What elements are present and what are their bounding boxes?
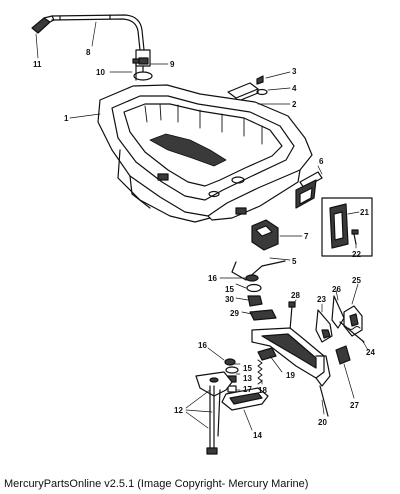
latch-bracket-part [251,327,331,417]
latch-hook-part [331,295,345,329]
callout-16a: 16 [208,274,217,283]
lower-nut-part [224,358,236,366]
screw-part [132,58,140,81]
callout-24: 24 [366,348,375,357]
detail-inset [321,197,373,257]
callout-7: 7 [304,232,309,241]
callout-26: 26 [332,285,341,294]
callout-23: 23 [317,295,326,304]
bottom-cowl-part [97,84,313,223]
callout-labels: 1 2 3 4 5 6 7 8 9 10 11 12 13 14 15 15 1… [33,48,375,440]
spring-part [257,359,263,385]
callout-29: 29 [230,309,239,318]
knob-part [335,345,351,365]
callout-11: 11 [33,60,42,69]
callout-5: 5 [292,257,297,266]
lower-spacer-part [227,385,237,393]
nut-part [245,274,259,282]
lever-arm-part [221,387,269,411]
callout-25: 25 [352,276,361,285]
callout-10: 10 [96,68,105,77]
bracket-plate-part [249,309,277,321]
washer-part [256,88,268,96]
grommet-block-part [251,219,279,251]
latch-lever-part [315,309,333,343]
callout-16b: 16 [198,341,207,350]
callout-27: 27 [350,401,359,410]
hose-connector-part [133,49,153,81]
bracket-screw-part [288,301,296,331]
callout-21: 21 [360,208,369,217]
callout-20: 20 [318,418,327,427]
callout-2: 2 [292,100,297,109]
copyright-footer: MercuryPartsOnline v2.5.1 (Image Copyrig… [4,478,309,490]
callout-18: 18 [258,386,267,395]
wire-link-part [231,260,286,281]
lower-washer-part [225,366,239,374]
hose-fitting-part [31,15,55,34]
leader-lines [35,21,369,431]
grommet-part [295,171,323,209]
latch-spring-part [347,326,361,330]
callout-3: 3 [292,67,297,76]
callout-13: 13 [243,374,252,383]
callout-6: 6 [319,157,324,166]
cover-screw-part [256,75,264,85]
callout-22: 22 [352,250,361,259]
callout-15b: 15 [243,364,252,373]
spacer-part [247,295,263,307]
callout-4: 4 [292,84,297,93]
washer-upper-part [246,283,262,293]
latch-housing-part [339,305,365,343]
fuel-hose-part [51,14,145,51]
callout-14: 14 [253,431,262,440]
callout-8: 8 [86,48,91,57]
callout-17: 17 [243,385,252,394]
callout-19: 19 [286,371,295,380]
callout-12: 12 [174,406,183,415]
callout-15a: 15 [225,285,234,294]
callout-28: 28 [291,291,300,300]
callout-9: 9 [170,60,175,69]
callout-1: 1 [64,114,69,123]
pivot-bracket-part [195,371,233,455]
callout-30: 30 [225,295,234,304]
clip-part [257,347,277,361]
